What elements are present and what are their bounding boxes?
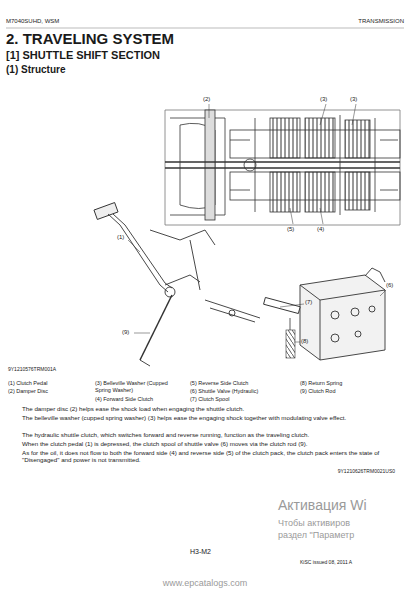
issue-note: KiSC issued 08, 2011 A [300, 559, 352, 565]
watermark: раздел "Параметр [278, 530, 354, 541]
callout-number: (8) [301, 338, 308, 345]
legend-entry: (6) Shuttle Valve (Hydraulic) [190, 388, 258, 395]
shuttle-valve [264, 268, 385, 360]
website-watermark: www.epcatalogs.com [163, 578, 248, 589]
document-id: 9Y1210626TRM0021US0 [338, 468, 395, 474]
legend-entry: (8) Return Spring [300, 380, 342, 387]
figure-id: 9Y1210576TRM001A [8, 366, 56, 372]
callout-number: (9) [122, 329, 129, 336]
transmission-section [165, 110, 400, 225]
body-paragraph: The belleville washer (cupped spring was… [22, 414, 402, 421]
callout-number: (3) [350, 96, 357, 103]
legend-entry: (1) Clutch Pedal [8, 380, 47, 387]
section-heading: [1] SHUTTLE SHIFT SECTION [6, 49, 160, 62]
header-rule [6, 28, 404, 29]
legend-entry: (9) Clutch Rod [300, 388, 335, 395]
subsection-heading: (1) Structure [6, 64, 65, 76]
watermark: Чтобы активиров [278, 518, 350, 529]
callout-number: (2) [203, 96, 210, 103]
legend-entry: (3) Belleville Washer (Cupped Spring Was… [95, 380, 175, 393]
callout-number: (6) [386, 282, 393, 289]
legend-entry: (7) Clutch Spool [190, 396, 229, 403]
body-paragraph: The damper disc (2) helps ease the shock… [22, 405, 402, 412]
body-paragraph: The hydraulic shuttle clutch, which swit… [22, 431, 402, 438]
clutch-pedal [94, 203, 215, 297]
legend-entry: (5) Reverse Side Clutch [190, 380, 248, 387]
page-number: H3-M2 [190, 548, 211, 556]
watermark: Активация Wi [278, 497, 367, 514]
callout-number: (3) [320, 96, 327, 103]
page-title: 2. TRAVELING SYSTEM [6, 30, 174, 48]
legend-entry: (2) Damper Disc [8, 388, 48, 395]
return-spring [286, 318, 295, 358]
body-paragraph: When the clutch pedal (1) is depressed, … [22, 440, 402, 447]
leader-line [128, 104, 386, 342]
callout-number: (7) [305, 299, 312, 306]
callout-number: (4) [317, 226, 324, 233]
callout-number: (5) [287, 226, 294, 233]
legend-entry: (4) Forward Side Clutch [95, 396, 153, 403]
callout-number: (1) [117, 234, 124, 241]
clutch-rod [140, 295, 260, 366]
body-paragraph: As for the oil, it does not flow to both… [22, 449, 402, 464]
page-header: M7040SUHD, WSM [6, 18, 59, 25]
page-header: TRANSMISSION [358, 18, 404, 25]
